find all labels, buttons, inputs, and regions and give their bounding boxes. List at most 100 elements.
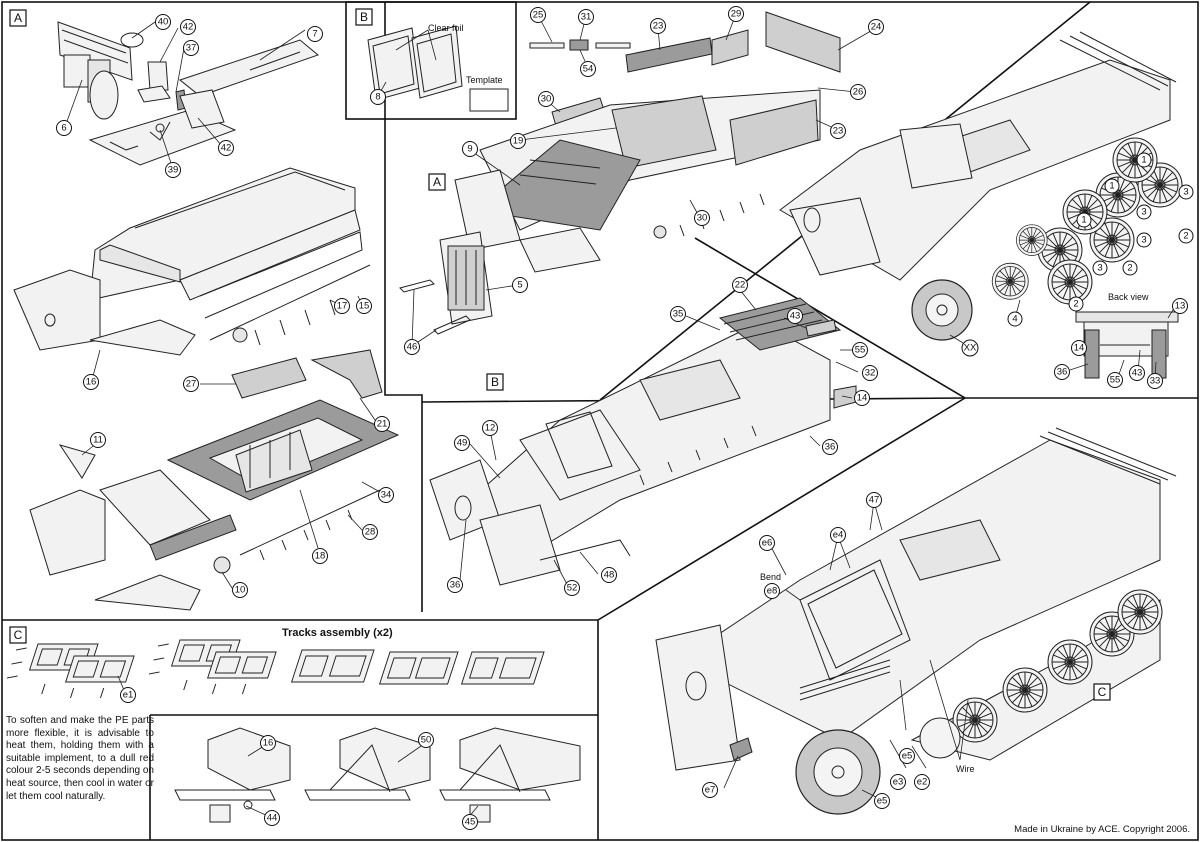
svg-text:24: 24 (871, 22, 882, 33)
svg-text:55: 55 (855, 345, 866, 356)
svg-text:e2: e2 (917, 777, 928, 788)
callout-c-e7: e7 (702, 782, 718, 798)
callout-b14: 14 (854, 390, 870, 406)
callout-19: 19 (510, 133, 526, 149)
svg-text:3: 3 (1141, 207, 1146, 218)
callout-b35: 35 (670, 306, 686, 322)
svg-text:23: 23 (833, 126, 844, 137)
clear-foil-label: Clear foil (428, 23, 464, 33)
callout-b36a: 36 (822, 439, 838, 455)
svg-text:40: 40 (158, 17, 169, 28)
svg-text:46: 46 (407, 342, 418, 353)
callout-r3d: 3 (1092, 260, 1108, 276)
callout-b32: 32 (862, 365, 878, 381)
svg-text:2: 2 (1073, 299, 1078, 310)
callout-29: 29 (728, 6, 744, 22)
inset-b-frame (345, 1, 517, 120)
inset-b-drawing (367, 25, 509, 112)
svg-text:11: 11 (93, 435, 103, 446)
panel-c-drawing (655, 427, 1177, 815)
callout-26: 26 (850, 84, 866, 100)
panel-label-b-inset: B (355, 8, 373, 26)
svg-text:32: 32 (865, 368, 876, 379)
svg-text:e4: e4 (833, 530, 844, 541)
callout-11: 11 (90, 432, 106, 448)
callout-10: 10 (232, 582, 248, 598)
callout-b43: 43 (787, 308, 803, 324)
svg-text:16: 16 (263, 738, 274, 749)
svg-text:9: 9 (467, 144, 472, 155)
callout-b12: 12 (482, 420, 498, 436)
callout-37: 37 (183, 40, 199, 56)
svg-text:28: 28 (365, 527, 376, 538)
callout-b52: 52 (564, 580, 580, 596)
svg-text:14: 14 (1074, 343, 1085, 354)
callout-b55: 55 (852, 342, 868, 358)
copyright-text: Made in Ukraine by ACE. Copyright 2006. (1014, 824, 1190, 835)
callout-17: 17 (334, 298, 350, 314)
svg-text:14: 14 (857, 393, 868, 404)
svg-text:B: B (491, 375, 499, 389)
callout-6: 6 (56, 120, 72, 136)
panel-label-a-main: A (428, 173, 446, 191)
panel-a-main-drawing (399, 11, 841, 335)
panel-a-body-drawing (13, 167, 371, 356)
tracks-leaders (117, 675, 125, 691)
callout-r4: 4 (1007, 311, 1023, 327)
callout-r2c: 2 (1068, 296, 1084, 312)
svg-text:34: 34 (381, 490, 392, 501)
callout-r2b: 2 (1122, 260, 1138, 276)
svg-text:1: 1 (1141, 155, 1146, 166)
svg-text:3: 3 (1183, 187, 1188, 198)
callout-rxx: XX (961, 339, 979, 357)
callout-r13: 13 (1172, 298, 1188, 314)
svg-text:42: 42 (221, 143, 232, 154)
svg-text:C: C (14, 628, 23, 642)
template-label: Template (466, 75, 503, 85)
callout-b22: 22 (732, 277, 748, 293)
callout-t16: 16 (260, 735, 276, 751)
panel-label-c-main: C (1093, 683, 1111, 701)
svg-text:7: 7 (312, 29, 317, 40)
bend-label: Bend (760, 572, 781, 582)
svg-text:3: 3 (1097, 263, 1102, 274)
svg-text:36: 36 (825, 442, 836, 453)
callout-c-e4: e4 (830, 527, 846, 543)
panel-label-a-top: A (9, 9, 27, 27)
callout-40: 40 (155, 14, 171, 30)
callout-7: 7 (307, 26, 323, 42)
svg-text:16: 16 (86, 377, 97, 388)
callout-27: 27 (183, 376, 199, 392)
svg-text:23: 23 (653, 21, 664, 32)
callout-25: 25 (530, 7, 546, 23)
svg-text:22: 22 (735, 280, 746, 291)
svg-text:42: 42 (183, 22, 194, 33)
wire-label: Wire (956, 764, 975, 774)
svg-text:C: C (1098, 685, 1107, 699)
svg-text:30: 30 (697, 213, 708, 224)
callout-b49: 49 (454, 435, 470, 451)
panel-running-gear-drawing (779, 31, 1183, 379)
callout-r3b: 3 (1136, 204, 1152, 220)
svg-text:1: 1 (1109, 181, 1114, 192)
svg-text:e1: e1 (123, 690, 134, 701)
svg-text:e7: e7 (705, 785, 716, 796)
svg-text:54: 54 (583, 64, 594, 75)
svg-text:33: 33 (1150, 376, 1161, 387)
svg-text:25: 25 (533, 10, 544, 21)
svg-text:13: 13 (1175, 301, 1186, 312)
panel-a-frame-drawing (29, 349, 400, 611)
callout-c-e2: e2 (914, 774, 930, 790)
callout-30: 30 (538, 91, 554, 107)
panel-label-c-tracks: C (9, 626, 27, 644)
svg-text:29: 29 (731, 9, 742, 20)
callout-b36b: 36 (447, 577, 463, 593)
callout-c47: 47 (866, 492, 882, 508)
svg-text:e3: e3 (893, 777, 904, 788)
svg-text:43: 43 (790, 311, 801, 322)
callout-r33: 33 (1147, 373, 1163, 389)
svg-text:4: 4 (1012, 314, 1017, 325)
callout-r1b: 1 (1104, 178, 1120, 194)
svg-text:55: 55 (1110, 375, 1121, 386)
